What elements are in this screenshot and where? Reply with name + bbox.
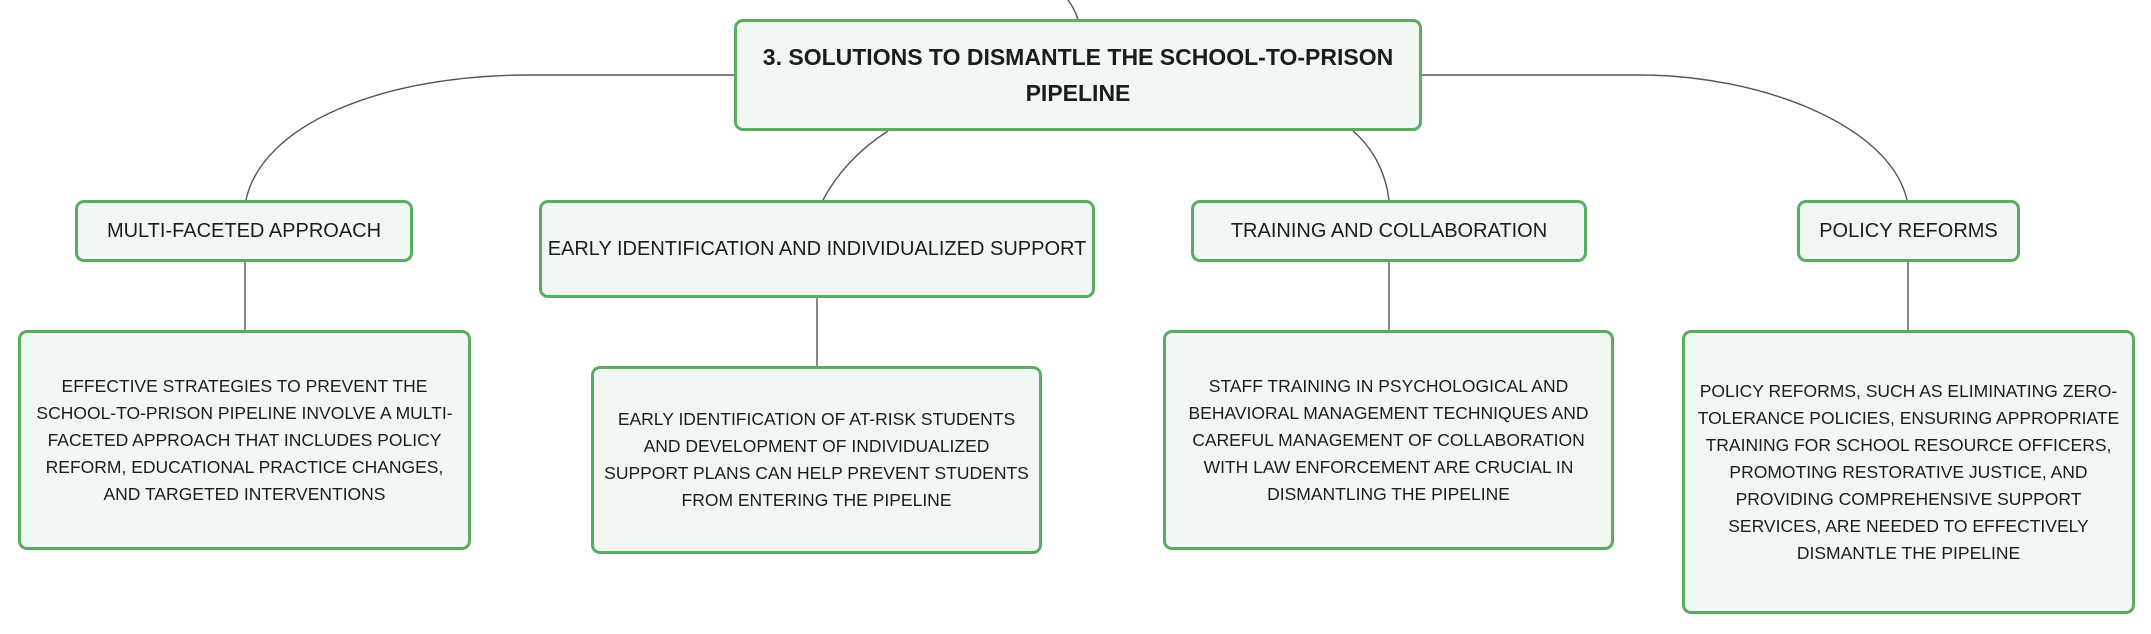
root-topic-title: 3. SOLUTIONS TO DISMANTLE THE SCHOOL-TO-…	[762, 44, 1394, 106]
topic-multi-faceted-approach[interactable]: MULTI-FACETED APPROACH	[75, 200, 413, 262]
detail-text: EARLY IDENTIFICATION OF AT-RISK STUDENTS…	[604, 409, 1029, 510]
detail-training-and-collaboration[interactable]: STAFF TRAINING IN PSYCHOLOGICAL AND BEHA…	[1163, 330, 1614, 550]
connector-parent-to-root	[1067, 0, 1079, 20]
topic-training-and-collaboration[interactable]: TRAINING AND COLLABORATION	[1191, 200, 1587, 262]
connector-root-to-early-identification	[822, 130, 889, 201]
connector-root-to-policy-reforms	[1422, 74, 1908, 201]
detail-text: POLICY REFORMS, SUCH AS ELIMINATING ZERO…	[1697, 380, 2120, 563]
root-topic[interactable]: 3. SOLUTIONS TO DISMANTLE THE SCHOOL-TO-…	[734, 19, 1422, 131]
topic-policy-reforms[interactable]: POLICY REFORMS	[1797, 200, 2020, 262]
detail-policy-reforms[interactable]: POLICY REFORMS, SUCH AS ELIMINATING ZERO…	[1682, 330, 2135, 614]
connector-root-to-multi-faceted	[245, 74, 734, 201]
detail-text: EFFECTIVE STRATEGIES TO PREVENT THE SCHO…	[36, 375, 453, 504]
topic-label: TRAINING AND COLLABORATION	[1230, 220, 1548, 242]
topic-label: MULTI-FACETED APPROACH	[106, 220, 382, 242]
topic-early-identification[interactable]: EARLY IDENTIFICATION AND INDIVIDUALIZED …	[539, 200, 1095, 298]
detail-early-identification[interactable]: EARLY IDENTIFICATION OF AT-RISK STUDENTS…	[591, 366, 1042, 554]
topic-label: POLICY REFORMS	[1819, 220, 1998, 242]
topic-label: EARLY IDENTIFICATION AND INDIVIDUALIZED …	[547, 238, 1087, 260]
detail-multi-faceted-approach[interactable]: EFFECTIVE STRATEGIES TO PREVENT THE SCHO…	[18, 330, 471, 550]
detail-text: STAFF TRAINING IN PSYCHOLOGICAL AND BEHA…	[1188, 375, 1589, 504]
connector-root-to-training	[1352, 130, 1390, 201]
